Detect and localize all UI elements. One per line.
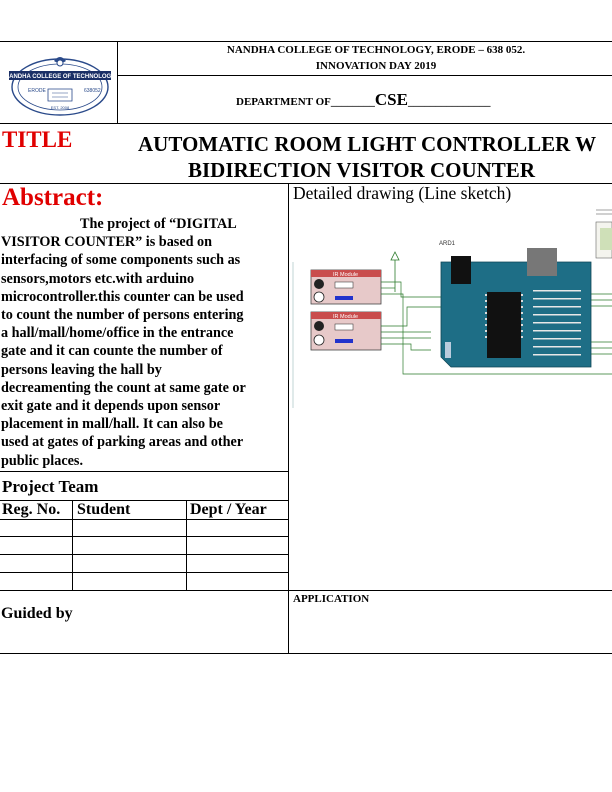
header-bottom-border [0, 123, 612, 124]
department-blank-left: ________ [330, 96, 375, 108]
body-top-border [0, 183, 612, 184]
application-label: APPLICATION [293, 593, 370, 605]
abstract-line: The project of “DIGITAL [80, 216, 237, 232]
abstract-line: public places. [1, 452, 83, 469]
abstract-line: gate and it can counte the number of [1, 343, 223, 360]
abstract-line: to count the number of persons entering [1, 307, 244, 324]
project-title-line1: AUTOMATIC ROOM LIGHT CONTROLLER W [138, 132, 597, 156]
abstract-line: placement in mall/hall. It can also be [1, 416, 223, 433]
project-team-heading: Project Team [2, 477, 99, 496]
department-blank-right: _______________ [407, 96, 491, 108]
team-table-row-line [0, 554, 288, 555]
ir-module-2: IR Module [310, 311, 382, 351]
abstract-line: VISITOR COUNTER” is based on [1, 234, 213, 251]
svg-text:ERODE: ERODE [28, 88, 46, 94]
event-name: INNOVATION DAY 2019 [315, 60, 437, 72]
team-table-row-line [0, 572, 288, 573]
team-table-top [0, 500, 288, 501]
abstract-bottom-border [0, 471, 288, 472]
guided-by-label: Guided by [1, 605, 73, 622]
col-reg-no: Reg. No. [2, 501, 61, 518]
college-logo: NANDHA COLLEGE OF TECHNOLOGY ERODE 63805… [5, 47, 115, 119]
svg-text:638052: 638052 [84, 88, 101, 94]
team-bottom-border [0, 590, 612, 591]
abstract-heading: Abstract: [2, 184, 104, 211]
abstract-line: exit gate and it depends upon sensor [1, 398, 221, 415]
abstract-line: a hall/mall/home/office in the entrance [1, 325, 234, 342]
abstract-line: interfacing of some components such as [1, 252, 241, 269]
ir-module-2-label: IR Module [333, 314, 358, 320]
page-bottom-border [0, 653, 612, 654]
team-table-row-line [0, 536, 288, 537]
header-mid-border [117, 75, 612, 76]
team-table-row-line [0, 519, 288, 520]
col-student: Student [77, 501, 131, 518]
department-value: CSE [374, 90, 408, 109]
board-label: ARD1 [439, 241, 456, 247]
svg-text:EST. 2008: EST. 2008 [51, 105, 70, 110]
header-divider [117, 41, 118, 123]
team-table-col-line [186, 500, 187, 590]
abstract-line: decreamenting the count at same gate or [1, 379, 246, 396]
drawing-caption: Detailed drawing (Line sketch) [293, 183, 512, 203]
logo-banner-text: NANDHA COLLEGE OF TECHNOLOGY [6, 74, 114, 80]
title-label: TITLE [2, 127, 73, 152]
circuit-diagram: IR Module IR Module [291, 202, 612, 410]
abstract-line: persons leaving the hall by [1, 361, 162, 378]
team-table-col-line [72, 500, 73, 590]
department-prefix: DEPARTMENT OF [236, 96, 331, 108]
project-title-line2: BIDIRECTION VISITOR COUNTER [188, 158, 535, 182]
abstract-line: used at gates of parking areas and other [1, 434, 244, 451]
ir-module-1: IR Module [310, 269, 382, 305]
abstract-line: sensors,motors etc.with arduino [1, 270, 195, 287]
body-center-divider [288, 183, 289, 653]
col-dept-year: Dept / Year [190, 501, 267, 518]
abstract-line: microcontroller.this counter can be used [1, 288, 244, 305]
department-line: DEPARTMENT OF________CSE_______________ [236, 90, 490, 110]
arduino-board [440, 248, 592, 368]
college-name: NANDHA COLLEGE OF TECHNOLOGY, ERODE – 63… [226, 44, 526, 56]
header-top-border [0, 41, 612, 42]
abstract-body: The project of “DIGITAL VISITOR COUNTER”… [1, 215, 286, 470]
ir-module-1-label: IR Module [333, 272, 358, 278]
